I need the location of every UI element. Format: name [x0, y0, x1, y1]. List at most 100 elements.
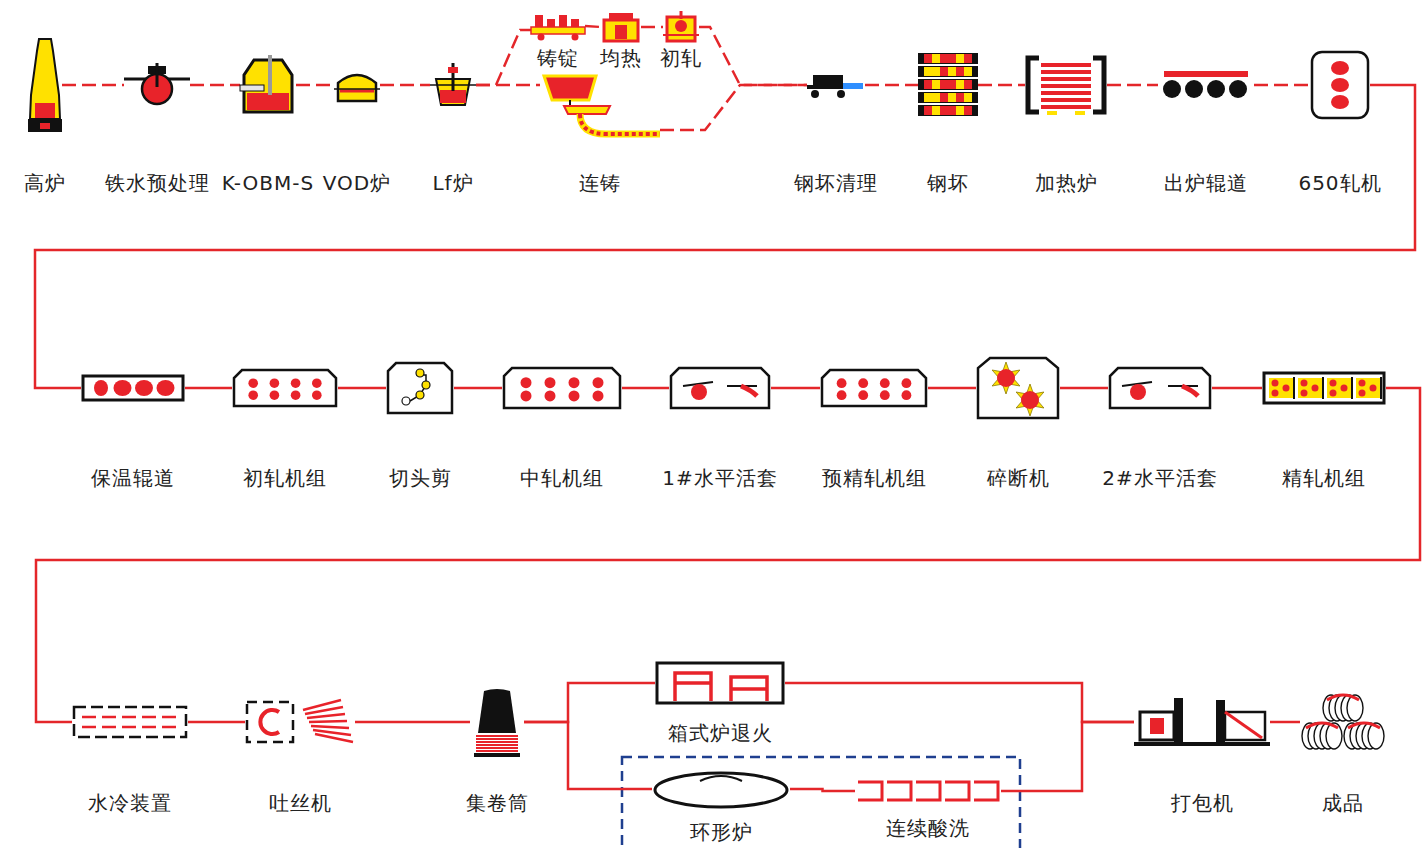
equipment-icon [1300, 691, 1386, 753]
process-node: 预精轧机组 [819, 368, 930, 492]
flow-line [524, 722, 652, 789]
node-label: 切头剪 [386, 466, 455, 490]
node-label: 连铸 [540, 171, 660, 195]
process-node: 650轧机 [1295, 50, 1385, 197]
node-label: 精轧机组 [1262, 466, 1386, 490]
node-label: 加热炉 [1025, 171, 1107, 195]
node-label: 预精轧机组 [819, 466, 930, 490]
flow-line [36, 388, 1420, 722]
process-node: 环形炉 [652, 769, 790, 846]
equipment-icon [663, 11, 699, 43]
process-node: 碎断机 [976, 356, 1060, 492]
flow-line [524, 683, 655, 722]
node-label: 均热 [597, 46, 645, 70]
node-label: 吐丝机 [245, 791, 355, 815]
equipment-icon [1134, 696, 1270, 748]
flow-line [1254, 84, 1310, 87]
node-label: 打包机 [1134, 791, 1270, 815]
process-node: 出炉辊道 [1158, 70, 1254, 197]
equipment-icon [807, 71, 865, 99]
flow-line [476, 84, 540, 87]
equipment-icon [820, 368, 928, 408]
equipment-icon [124, 63, 190, 107]
process-node: 钢坏清理 [791, 71, 881, 197]
flow-line [185, 387, 232, 390]
process-node: 精轧机组 [1262, 371, 1386, 492]
equipment-icon [72, 705, 188, 739]
flow-line [1060, 387, 1108, 390]
flow-line [190, 84, 240, 87]
process-node: 初轧 [657, 11, 705, 72]
equipment-icon [430, 63, 476, 107]
flow-line [790, 789, 855, 791]
equipment-icon [1025, 55, 1107, 115]
equipment-icon [1310, 50, 1370, 120]
equipment-icon [540, 72, 660, 142]
process-node: 均热 [597, 11, 645, 72]
process-node: 连铸 [540, 72, 660, 197]
node-label: 保温辊道 [81, 466, 185, 490]
equipment-icon [1262, 371, 1386, 405]
flow-line [978, 84, 1025, 87]
flow-line [355, 721, 470, 724]
equipment-icon [81, 374, 185, 402]
node-label: 碎断机 [976, 466, 1060, 490]
flow-line [660, 85, 807, 130]
node-label: 箱式炉退火 [655, 721, 785, 745]
node-label: 成品 [1300, 791, 1386, 815]
equipment-icon [1108, 366, 1212, 410]
flow-line [296, 84, 334, 87]
node-label: 出炉辊道 [1158, 171, 1254, 195]
process-node: 打包机 [1134, 696, 1270, 817]
flow-line [1212, 387, 1262, 390]
process-node: 中轧机组 [502, 366, 622, 492]
process-node: VOD炉 [320, 67, 395, 197]
flow-line [35, 85, 1415, 388]
equipment-icon [470, 687, 524, 757]
equipment-icon [655, 661, 785, 705]
equipment-icon [245, 696, 355, 748]
equipment-icon [240, 55, 296, 115]
node-label: 650轧机 [1295, 171, 1385, 195]
equipment-icon [386, 361, 454, 415]
process-node: 高炉 [21, 37, 69, 197]
flow-line [1270, 721, 1300, 724]
flow-line [699, 27, 807, 85]
process-node: 水冷装置 [72, 705, 188, 817]
flow-line [188, 721, 245, 724]
process-node: 成品 [1300, 691, 1386, 817]
process-node: 保温辊道 [81, 374, 185, 492]
flow-line [585, 26, 601, 27]
node-label: VOD炉 [320, 171, 395, 195]
process-node: 连续酸洗 [855, 779, 1001, 842]
process-node: 切头剪 [386, 361, 455, 492]
node-label: 铸锭 [531, 46, 585, 70]
process-node: Lf炉 [429, 63, 477, 197]
equipment-icon [334, 67, 380, 103]
process-node: 铸锭 [531, 11, 585, 72]
process-node: 初轧机组 [232, 368, 338, 492]
process-node: 集卷筒 [463, 687, 532, 817]
node-label: 初轧机组 [232, 466, 338, 490]
node-label: 钢坏 [918, 171, 978, 195]
flow-line [454, 387, 502, 390]
node-label: 钢坏清理 [791, 171, 881, 195]
node-label: 连续酸洗 [855, 816, 1001, 840]
flow-line [338, 387, 386, 390]
node-label: Lf炉 [429, 171, 477, 195]
equipment-icon [531, 11, 585, 41]
flow-line [641, 26, 663, 29]
flow-line [785, 683, 1134, 722]
node-label: 环形炉 [652, 820, 790, 844]
equipment-icon [976, 356, 1060, 420]
flow-line [771, 387, 820, 390]
node-label: 中轧机组 [502, 466, 622, 490]
process-node: K-OBM-S [219, 55, 318, 197]
node-label: 1#水平活套 [659, 466, 781, 490]
process-node: 2#水平活套 [1099, 366, 1221, 492]
node-label: 水冷装置 [72, 791, 188, 815]
node-label: 铁水预处理 [102, 171, 213, 195]
equipment-icon [502, 366, 622, 410]
